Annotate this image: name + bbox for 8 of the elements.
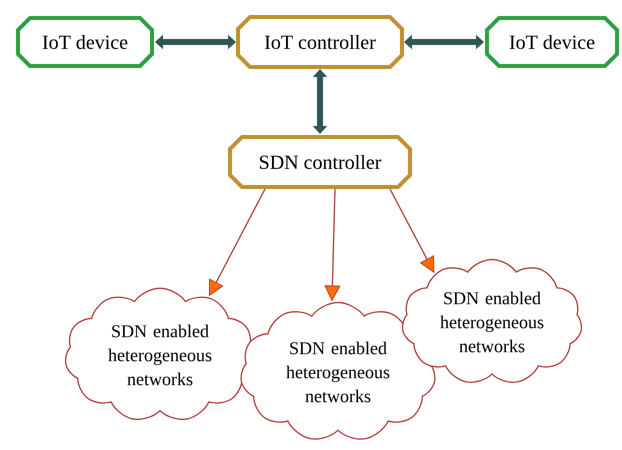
process-box: IoT device — [485, 16, 619, 68]
node-label: SDN enabled heterogeneous networks — [286, 342, 390, 402]
network-cloud: SDN enabled heterogeneous networks — [240, 302, 436, 440]
network-cloud: SDN enabled heterogeneous networks — [65, 288, 255, 420]
process-box: SDN controller — [228, 135, 412, 189]
process-box: IoT device — [16, 16, 154, 68]
network-cloud: SDN enabled heterogeneous networks — [402, 258, 582, 383]
process-box: IoT controller — [236, 15, 404, 69]
